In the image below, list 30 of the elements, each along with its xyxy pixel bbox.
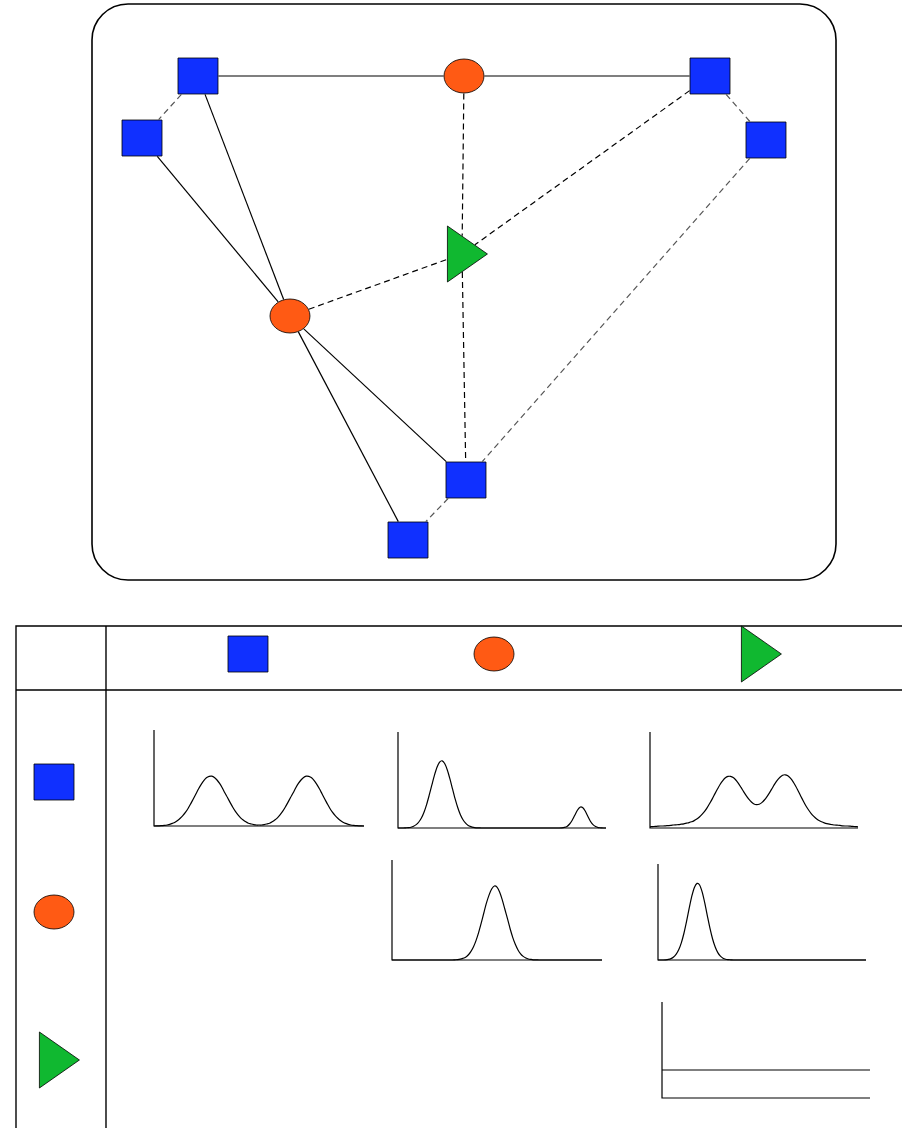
- triangle-node: [741, 625, 782, 683]
- circle-node: [269, 298, 311, 334]
- connector-line: [217, 75, 445, 77]
- square-node: [121, 119, 163, 157]
- square-node: [689, 57, 731, 95]
- connector-line: [204, 93, 285, 301]
- triangle-node: [39, 1031, 80, 1089]
- square-node: [177, 57, 219, 95]
- connector-line: [297, 331, 399, 523]
- connector-line: [481, 157, 751, 463]
- circle-node: [33, 894, 75, 930]
- connector-line: [474, 90, 691, 246]
- square-node: [33, 763, 75, 801]
- square-node: [445, 461, 487, 499]
- circle-node: [473, 636, 515, 672]
- connector-line: [483, 75, 691, 77]
- connector-line: [725, 93, 751, 123]
- connector-line: [303, 328, 447, 463]
- circle-node: [443, 58, 485, 94]
- square-node: [387, 521, 429, 559]
- connector-line: [425, 497, 449, 523]
- connector-line: [461, 271, 467, 463]
- graph-frame: [91, 3, 837, 581]
- connector-line: [156, 155, 279, 303]
- connector-line: [308, 258, 448, 310]
- connector-line: [158, 93, 182, 121]
- square-node: [745, 121, 787, 159]
- square-node: [227, 635, 269, 673]
- connector-line: [461, 92, 465, 237]
- triangle-node: [447, 225, 488, 283]
